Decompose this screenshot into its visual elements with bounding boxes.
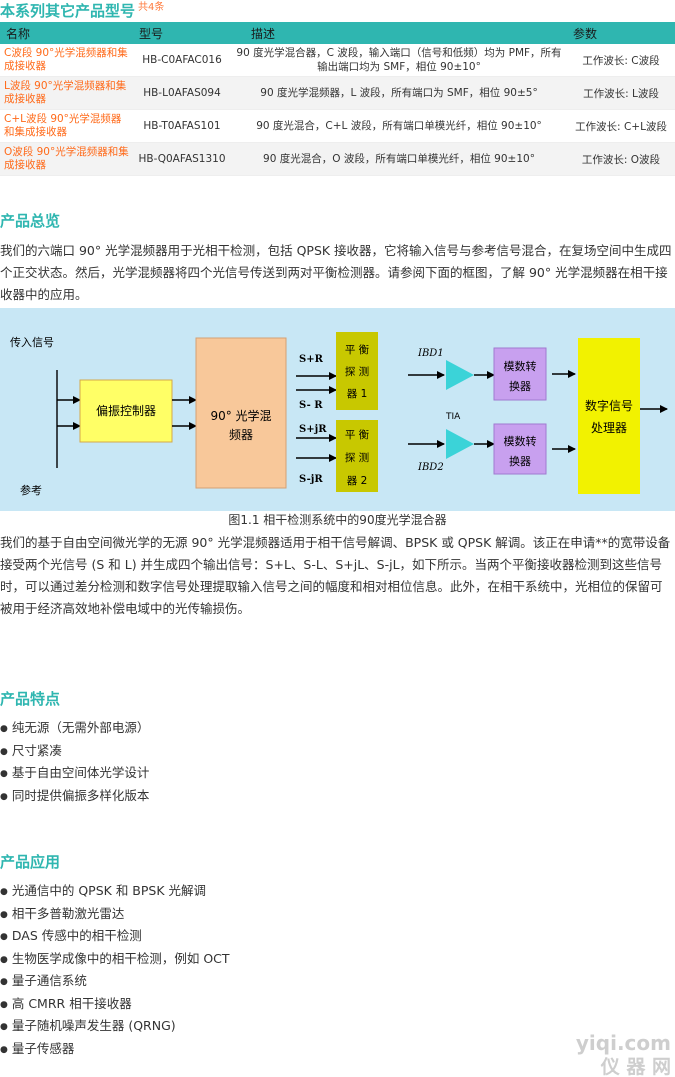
dsp-box: [578, 338, 640, 494]
tia-label: TIA: [445, 412, 461, 422]
input-signal-label: 传入信号: [10, 336, 54, 349]
watermark-line1: yiqi.com: [576, 1031, 671, 1055]
features-list: 纯无源（无需外部电源） 尺寸紧凑 基于自由空间体光学设计 同时提供偏振多样化版本: [0, 717, 150, 808]
hybrid-label-line1: 90° 光学混: [210, 408, 271, 423]
table-row: O波段 90°光学混频器和集成接收器 HB-Q0AFAS1310 90 度光混合…: [0, 142, 675, 176]
adc-1-box: [493, 347, 547, 401]
list-item: 尺寸紧凑: [0, 740, 149, 763]
product-model: HB-Q0AFAS1310: [133, 142, 231, 176]
output-label-s-minus-jr: S-jR: [299, 474, 323, 485]
series-section-title: 本系列其它产品型号共4条: [0, 0, 164, 21]
product-param: 工作波长: C波段: [567, 44, 675, 77]
series-title-text: 本系列其它产品型号: [0, 2, 136, 20]
header-model: 型号: [133, 22, 231, 44]
list-item: 同时提供偏振多样化版本: [0, 785, 150, 808]
header-name: 名称: [0, 22, 133, 44]
output-label-s-minus-r: S- R: [299, 400, 323, 411]
product-param: 工作波长: L波段: [567, 76, 675, 110]
overview-paragraph-1: 我们的六端口 90° 光学混频器用于光相干检测，包括 QPSK 接收器，它将输入…: [0, 243, 672, 302]
balanced-detector-1-box: [336, 332, 378, 410]
applications-title: 产品应用: [0, 853, 61, 871]
table-row: C波段 90°光学混频器和集成接收器 HB-C0AFAC016 90 度光学混合…: [0, 44, 675, 77]
product-desc: 90 度光混合，C+L 波段，所有端口单模光纤，相位 90±10°: [231, 109, 567, 143]
bd2-line2: 探 测: [345, 451, 369, 464]
product-desc: 90 度光学混频器，L 波段，所有端口为 SMF，相位 90±5°: [231, 76, 567, 110]
list-item: 量子随机噪声发生器 (QRNG): [0, 1015, 230, 1038]
polarization-controller-label: 偏振控制器: [96, 403, 156, 418]
tia-amplifier-1: [446, 360, 474, 390]
input-lines: [56, 370, 81, 468]
product-model: HB-L0AFAS094: [133, 76, 231, 110]
dsp-line1: 数字信号: [585, 398, 633, 413]
product-desc: 90 度光学混合器，C 波段，输入端口（信号和低频）均为 PMF，所有输出端口均…: [231, 44, 567, 77]
table-row: L波段 90°光学混频器和集成接收器 HB-L0AFAS094 90 度光学混频…: [0, 76, 675, 110]
adc-to-dsp-lines: [552, 370, 576, 453]
features-title: 产品特点: [0, 690, 61, 708]
ibd2-label: IBD2: [417, 462, 444, 473]
list-item: 生物医学成像中的相干检测，例如 OCT: [0, 948, 230, 971]
applications-list: 光通信中的 QPSK 和 BPSK 光解调 相干多普勒激光雷达 DAS 传感中的…: [0, 880, 230, 1060]
watermark-line2: 仪 器 网: [600, 1056, 671, 1076]
product-model: HB-T0AFAS101: [133, 109, 231, 143]
product-param: 工作波长: O波段: [567, 142, 675, 176]
product-name-link[interactable]: O波段 90°光学混频器和集成接收器: [0, 142, 133, 176]
coherent-receiver-diagram: 传入信号 参考 偏振控制器 90° 光学混 频器 S+R S- R S+jR: [0, 308, 675, 511]
header-desc: 描述: [231, 22, 567, 44]
diagram-svg: 传入信号 参考 偏振控制器 90° 光学混 频器 S+R S- R S+jR: [10, 332, 668, 497]
product-param: 工作波长: C+L波段: [567, 109, 675, 143]
series-count-badge: 共4条: [138, 2, 165, 13]
bd1-line1: 平 衡: [345, 344, 370, 356]
figure-caption: 图1.1 相干检测系统中的90度光学混合器: [228, 513, 447, 527]
bd2-line1: 平 衡: [345, 429, 370, 441]
tia-amplifier-2: [446, 429, 474, 459]
adc2-line1: 模数转: [504, 434, 537, 448]
list-item: 高 CMRR 相干接收器: [0, 993, 230, 1016]
header-param: 参数: [567, 22, 675, 44]
product-name-link[interactable]: C波段 90°光学混频器和集成接收器: [0, 44, 133, 77]
bd-to-tia-lines: [408, 371, 445, 448]
output-label-s-plus-jr: S+jR: [299, 424, 327, 435]
list-item: DAS 传感中的相干检测: [0, 925, 230, 948]
product-model: HB-C0AFAC016: [133, 44, 231, 77]
reference-label: 参考: [20, 483, 42, 497]
hybrid-output-lines: [296, 372, 337, 462]
tia-to-adc-lines: [474, 371, 495, 448]
list-item: 相干多普勒激光雷达: [0, 903, 230, 926]
optical-hybrid-box: [195, 337, 287, 489]
yiqi-watermark: yiqi.com 仪 器 网: [576, 1031, 671, 1076]
hybrid-label-line2: 频器: [229, 428, 253, 442]
output-label-s-plus-r: S+R: [299, 354, 324, 365]
product-desc: 90 度光混合，O 波段，所有端口单模光纤，相位 90±10°: [231, 142, 567, 176]
bd1-line2: 探 测: [345, 365, 369, 378]
list-item: 量子传感器: [0, 1038, 230, 1061]
list-item: 量子通信系统: [0, 970, 230, 993]
product-name-link[interactable]: C+L波段 90°光学混频器和集成接收器: [0, 109, 133, 143]
pc-to-hybrid-lines: [172, 396, 197, 430]
overview-title: 产品总览: [0, 212, 61, 230]
list-item: 纯无源（无需外部电源）: [0, 717, 150, 740]
product-table: 名称 型号 描述 参数 C波段 90°光学混频器和集成接收器 HB-C0AFAC…: [0, 22, 675, 176]
bd1-line3: 器 1: [347, 388, 368, 400]
adc1-line2: 换器: [509, 379, 531, 393]
dsp-line2: 处理器: [591, 421, 627, 435]
balanced-detector-2-box: [336, 420, 378, 492]
list-item: 光通信中的 QPSK 和 BPSK 光解调: [0, 880, 230, 903]
overview-paragraph-2: 我们的基于自由空间微光学的无源 90° 光学混频器适用于相干信号解调、BPSK …: [0, 535, 671, 616]
product-table-header: 名称 型号 描述 参数: [0, 22, 675, 44]
product-name-link[interactable]: L波段 90°光学混频器和集成接收器: [0, 76, 133, 110]
adc-2-box: [493, 423, 547, 475]
ibd1-label: IBD1: [417, 348, 444, 359]
adc1-line1: 模数转: [504, 359, 537, 373]
bd2-line3: 器 2: [347, 475, 368, 487]
table-row: C+L波段 90°光学混频器和集成接收器 HB-T0AFAS101 90 度光混…: [0, 109, 675, 143]
list-item: 基于自由空间体光学设计: [0, 762, 150, 785]
adc2-line2: 换器: [509, 454, 531, 468]
polarization-controller-box: [79, 379, 173, 443]
